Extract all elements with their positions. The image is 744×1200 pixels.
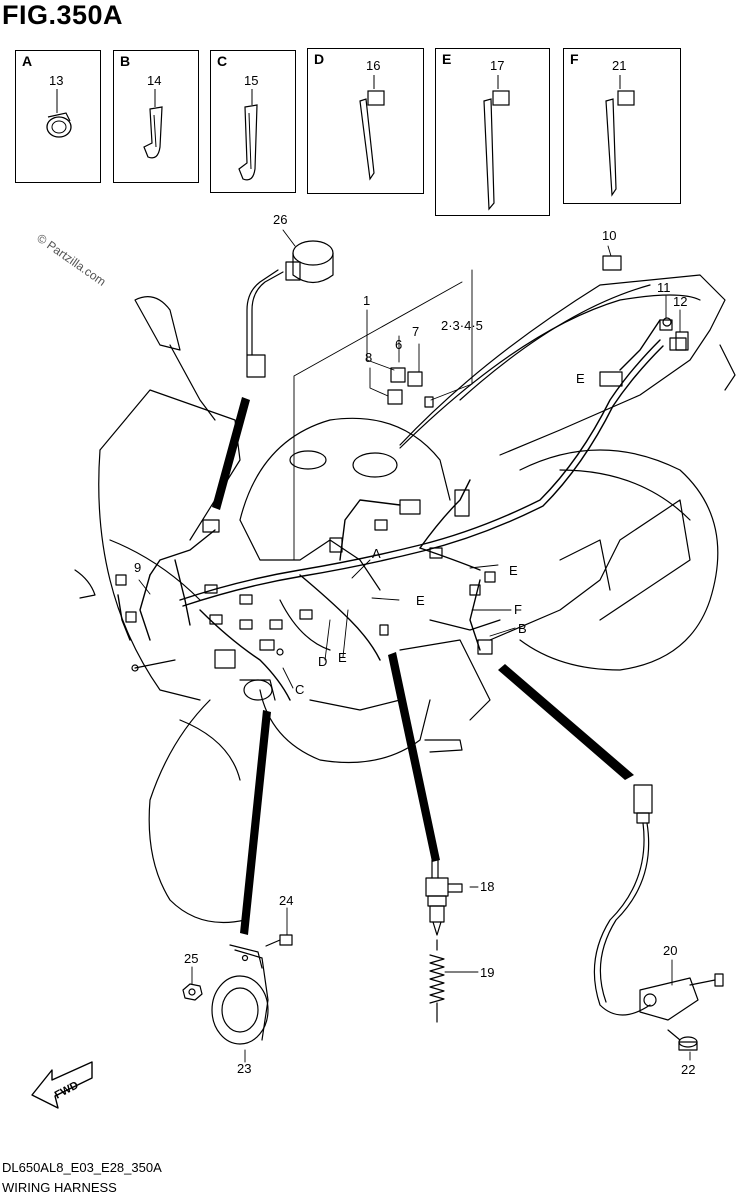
inset-letter: D: [314, 51, 325, 67]
callout-22: 22: [681, 1062, 695, 1077]
clip-label-f: F: [514, 602, 522, 617]
inset-part-number: 17: [490, 58, 505, 73]
sensor-20: [593, 784, 724, 1021]
nut-25: [182, 983, 203, 1001]
fwd-arrow: [31, 1061, 93, 1109]
clamp-14-drawing: [143, 89, 163, 159]
bolt-22: [667, 1029, 698, 1051]
horn-23: [211, 944, 269, 1045]
clip-label-e-3: E: [509, 563, 518, 578]
inset-c: C 15: [210, 50, 296, 193]
inset-letter: E: [442, 51, 452, 67]
watermark: © Partzilla.com: [34, 231, 108, 289]
clip-label-d: D: [318, 654, 327, 669]
callout-18: 18: [480, 879, 494, 894]
inset-letter: F: [570, 51, 579, 67]
bolt-24: [265, 934, 293, 947]
clip-label-e-4: E: [576, 371, 585, 386]
callout-9: 9: [134, 560, 141, 575]
tie-21-drawing: [605, 75, 635, 197]
callout-8: 8: [365, 350, 372, 365]
motorcycle-outline: [74, 274, 736, 924]
pointer-arrows: [212, 397, 634, 935]
spring-19: [429, 939, 445, 1023]
callout-11: 11: [657, 280, 671, 295]
rear-fasteners: [602, 255, 689, 351]
callout-6: 6: [395, 337, 402, 352]
clamp-15-drawing: [238, 89, 258, 181]
figure-title: FIG.350A: [2, 0, 124, 30]
inset-letter: C: [217, 53, 228, 69]
callout-23: 23: [237, 1061, 251, 1076]
tie-17-drawing: [483, 75, 510, 211]
inset-part-number: 21: [612, 58, 627, 73]
callout-12: 12: [673, 294, 687, 309]
callout-20: 20: [663, 943, 677, 958]
brake-switch-18: [425, 859, 463, 936]
clip-label-e-2: E: [416, 593, 425, 608]
clamp-13-drawing: [46, 89, 72, 138]
callout-24: 24: [279, 893, 293, 908]
inset-d: D 16: [307, 48, 424, 194]
callout-26: 26: [273, 212, 287, 227]
clip-label-c: C: [295, 682, 304, 697]
drawing-code: DL650AL8_E03_E28_350A: [2, 1160, 162, 1175]
power-socket-26: [246, 240, 334, 378]
inset-part-number: 13: [49, 73, 64, 88]
clip-label-a: A: [372, 546, 381, 561]
inset-a: A 13: [15, 50, 101, 183]
callout-10: 10: [602, 228, 616, 243]
inset-letter: B: [120, 53, 131, 69]
callout-19: 19: [480, 965, 494, 980]
inset-part-number: 15: [244, 73, 259, 88]
callout-1: 1: [363, 293, 370, 308]
tie-16-drawing: [359, 75, 385, 181]
callout-2-3-4-5: 2·3·4·5: [441, 318, 483, 333]
leader-lines: [138, 229, 691, 1063]
inset-part-number: 16: [366, 58, 381, 73]
inset-part-number: 14: [147, 73, 162, 88]
harness-connectors: [115, 319, 687, 672]
relay-group: [387, 367, 434, 408]
inset-e: E 17: [435, 48, 550, 216]
inset-letter: A: [22, 53, 33, 69]
callout-numbers: 26 1 2·3·4·5 6 7 8 9 10 11 12 18 19 20 2…: [134, 212, 695, 1077]
clip-label-e-1: E: [338, 650, 347, 665]
callout-25: 25: [184, 951, 198, 966]
clip-labels: A B C D E E E E F: [295, 371, 585, 697]
clip-label-b: B: [518, 621, 527, 636]
drawing-title: WIRING HARNESS: [2, 1180, 117, 1195]
callout-7: 7: [412, 324, 419, 339]
horn-mount: [239, 679, 276, 701]
inset-b: B 14: [113, 50, 199, 183]
inset-f: F 21: [563, 48, 681, 204]
